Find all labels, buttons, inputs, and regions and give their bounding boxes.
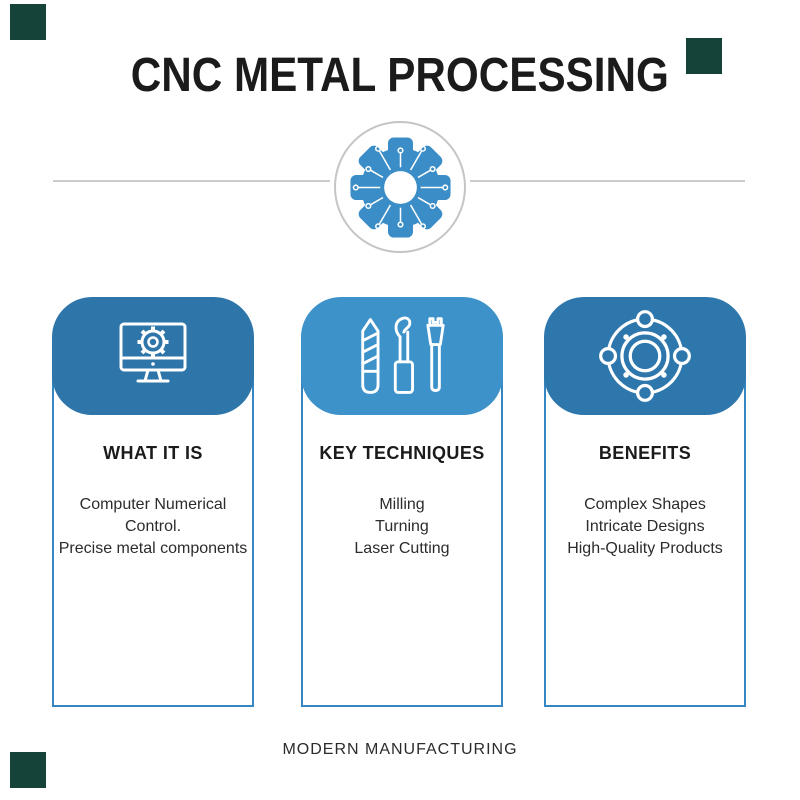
corner-square-top-right [686, 38, 722, 74]
card-line: Control. [124, 518, 182, 535]
card-header [301, 297, 503, 415]
card-line: Laser Cutting [354, 540, 450, 557]
card-line: High-Quality Products [567, 540, 723, 557]
flange-bearing-icon [599, 310, 691, 402]
card-line: Precise metal components [58, 540, 248, 557]
card-title: WHAT IT IS [103, 443, 203, 463]
card-header [544, 297, 746, 415]
card-benefits: BENEFITS Complex Shapes Intricate Design… [544, 297, 746, 707]
cutting-tools-icon [361, 316, 445, 394]
card-line: Intricate Designs [585, 518, 705, 535]
footer-label: MODERN MANUFACTURING [282, 741, 518, 758]
card-line: Turning [375, 518, 429, 535]
circuit-gear-badge [334, 121, 466, 253]
monitor-gear-icon [119, 322, 187, 383]
card-text: Computer Numerical Control. Precise meta… [52, 494, 254, 560]
card-text: Milling Turning Laser Cutting [301, 494, 503, 560]
page-title: CNC METAL PROCESSING [0, 48, 800, 103]
card-text: Complex Shapes Intricate Designs High-Qu… [544, 494, 746, 560]
card-key-techniques: KEY TECHNIQUES Milling Turning Laser Cut… [301, 297, 503, 707]
corner-square-bottom-left [10, 752, 46, 788]
card-header [52, 297, 254, 415]
card-line: Computer Numerical [79, 496, 227, 513]
circuit-gear-icon [349, 136, 451, 238]
card-what-it-is: WHAT IT IS Computer Numerical Control. P… [52, 297, 254, 707]
divider-right [470, 180, 745, 182]
card-title: BENEFITS [598, 443, 692, 463]
divider-left [53, 180, 330, 182]
page-title-text: CNC METAL PROCESSING [130, 49, 670, 102]
corner-square-top-left [10, 4, 46, 40]
card-line: Complex Shapes [584, 496, 706, 513]
card-title: KEY TECHNIQUES [319, 443, 485, 463]
card-line: Milling [379, 496, 425, 513]
